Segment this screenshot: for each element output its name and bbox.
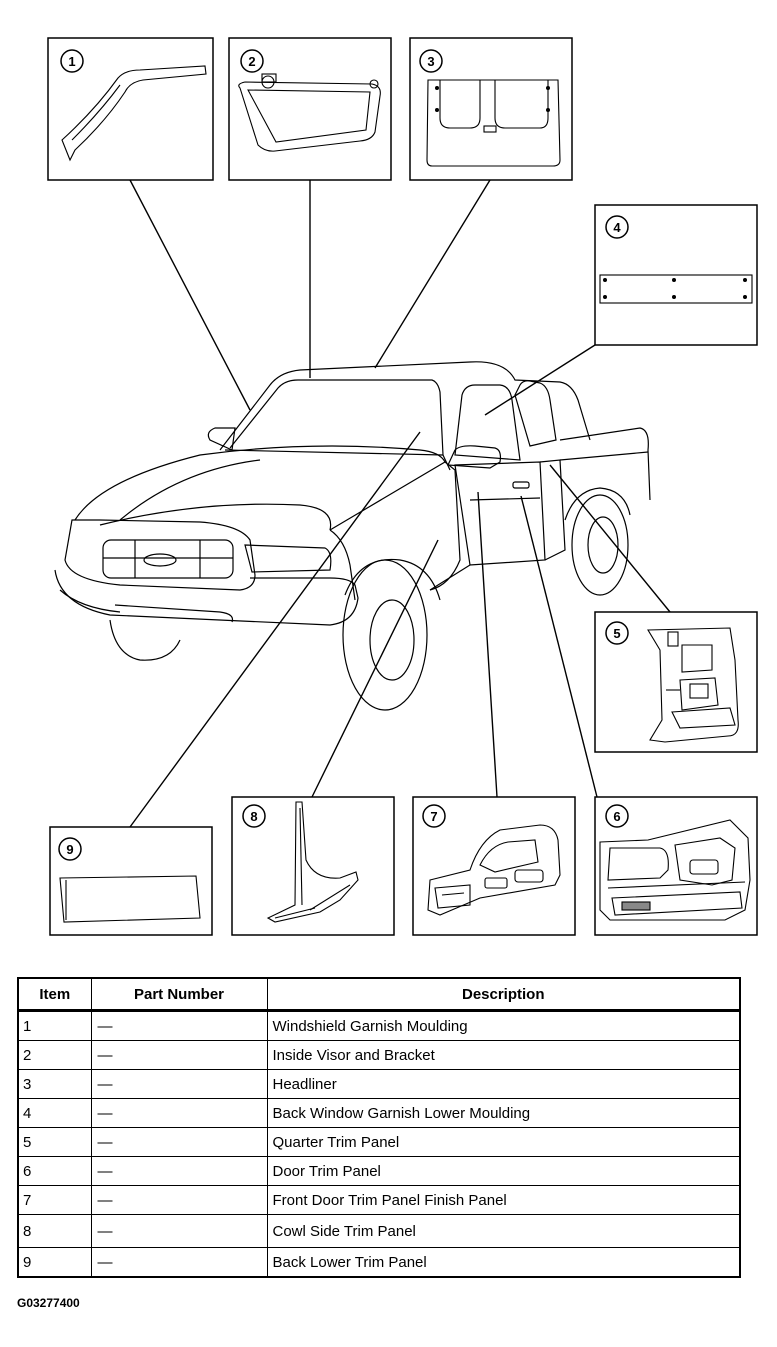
table-row: 3 — Headliner [17, 1069, 741, 1099]
table-row: 2 — Inside Visor and Bracket [17, 1040, 741, 1070]
table-header-row: Item Part Number Description [17, 977, 741, 1012]
item-cell: 5 [17, 1127, 92, 1157]
back-lower-trim-panel-illustration [59, 875, 201, 923]
part-number-cell: — [90, 1069, 268, 1099]
callout-1-number: 1 [60, 49, 84, 73]
callout-2-number: 2 [240, 49, 264, 73]
part-number-cell: — [90, 1010, 268, 1041]
pickup-truck-illustration [54, 361, 651, 711]
table-row: 4 — Back Window Garnish Lower Moulding [17, 1098, 741, 1128]
item-cell: 3 [17, 1069, 92, 1099]
door-trim-panel-illustration [599, 819, 751, 921]
item-cell: 4 [17, 1098, 92, 1128]
callout-3-number: 3 [419, 49, 443, 73]
headliner-illustration [426, 79, 561, 167]
description-cell: Back Lower Trim Panel [266, 1247, 741, 1278]
column-header-part-number: Part Number [90, 977, 268, 1012]
item-cell: 2 [17, 1040, 92, 1070]
column-header-description: Description [266, 977, 741, 1012]
table-row: 5 — Quarter Trim Panel [17, 1127, 741, 1157]
part-number-cell: — [90, 1247, 268, 1278]
callout-5-number: 5 [605, 621, 629, 645]
description-cell: Back Window Garnish Lower Moulding [266, 1098, 741, 1128]
front-door-trim-panel-finish-panel-illustration [427, 824, 561, 916]
column-header-item: Item [17, 977, 92, 1012]
part-number-cell: — [90, 1127, 268, 1157]
table-row: 7 — Front Door Trim Panel Finish Panel [17, 1185, 741, 1215]
part-number-cell: — [90, 1098, 268, 1128]
description-cell: Cowl Side Trim Panel [266, 1214, 741, 1248]
table-row: 8 — Cowl Side Trim Panel [17, 1214, 741, 1248]
windshield-garnish-moulding-illustration [61, 65, 207, 162]
item-cell: 1 [17, 1010, 92, 1041]
table-row: 9 — Back Lower Trim Panel [17, 1247, 741, 1278]
description-cell: Front Door Trim Panel Finish Panel [266, 1185, 741, 1215]
description-cell: Windshield Garnish Moulding [266, 1010, 741, 1041]
callout-9-number: 9 [58, 837, 82, 861]
svg-text:2: 2 [248, 54, 255, 69]
table-row: 1 — Windshield Garnish Moulding [17, 1010, 741, 1041]
callout-8-number: 8 [242, 804, 266, 828]
svg-text:8: 8 [250, 809, 257, 824]
description-cell: Inside Visor and Bracket [266, 1040, 741, 1070]
callout-7-number: 7 [422, 804, 446, 828]
svg-text:9: 9 [66, 842, 73, 857]
cowl-side-trim-panel-illustration [266, 801, 359, 923]
item-cell: 6 [17, 1156, 92, 1186]
inside-visor-and-bracket-illustration [238, 73, 381, 152]
callout-4-number: 4 [605, 215, 629, 239]
item-cell: 7 [17, 1185, 92, 1215]
part-number-cell: — [90, 1156, 268, 1186]
description-cell: Quarter Trim Panel [266, 1127, 741, 1157]
part-number-cell: — [90, 1185, 268, 1215]
table-row: 6 — Door Trim Panel [17, 1156, 741, 1186]
part-number-cell: — [90, 1040, 268, 1070]
svg-text:3: 3 [427, 54, 434, 69]
svg-text:7: 7 [430, 809, 437, 824]
svg-text:1: 1 [68, 54, 75, 69]
description-cell: Door Trim Panel [266, 1156, 741, 1186]
svg-text:5: 5 [613, 626, 620, 641]
exploded-parts-diagram: 1 2 3 [47, 37, 758, 936]
parts-table: Item Part Number Description 1 — Windshi… [17, 977, 741, 1278]
svg-text:4: 4 [613, 220, 621, 235]
description-cell: Headliner [266, 1069, 741, 1099]
figure-id: G03277400 [17, 1296, 80, 1310]
item-cell: 9 [17, 1247, 92, 1278]
svg-text:6: 6 [613, 809, 620, 824]
leader-lines [129, 179, 671, 828]
part-number-cell: — [90, 1214, 268, 1248]
back-window-garnish-lower-moulding-illustration [599, 274, 753, 304]
quarter-trim-panel-illustration [647, 627, 739, 743]
item-cell: 8 [17, 1214, 92, 1248]
callout-6-number: 6 [605, 804, 629, 828]
